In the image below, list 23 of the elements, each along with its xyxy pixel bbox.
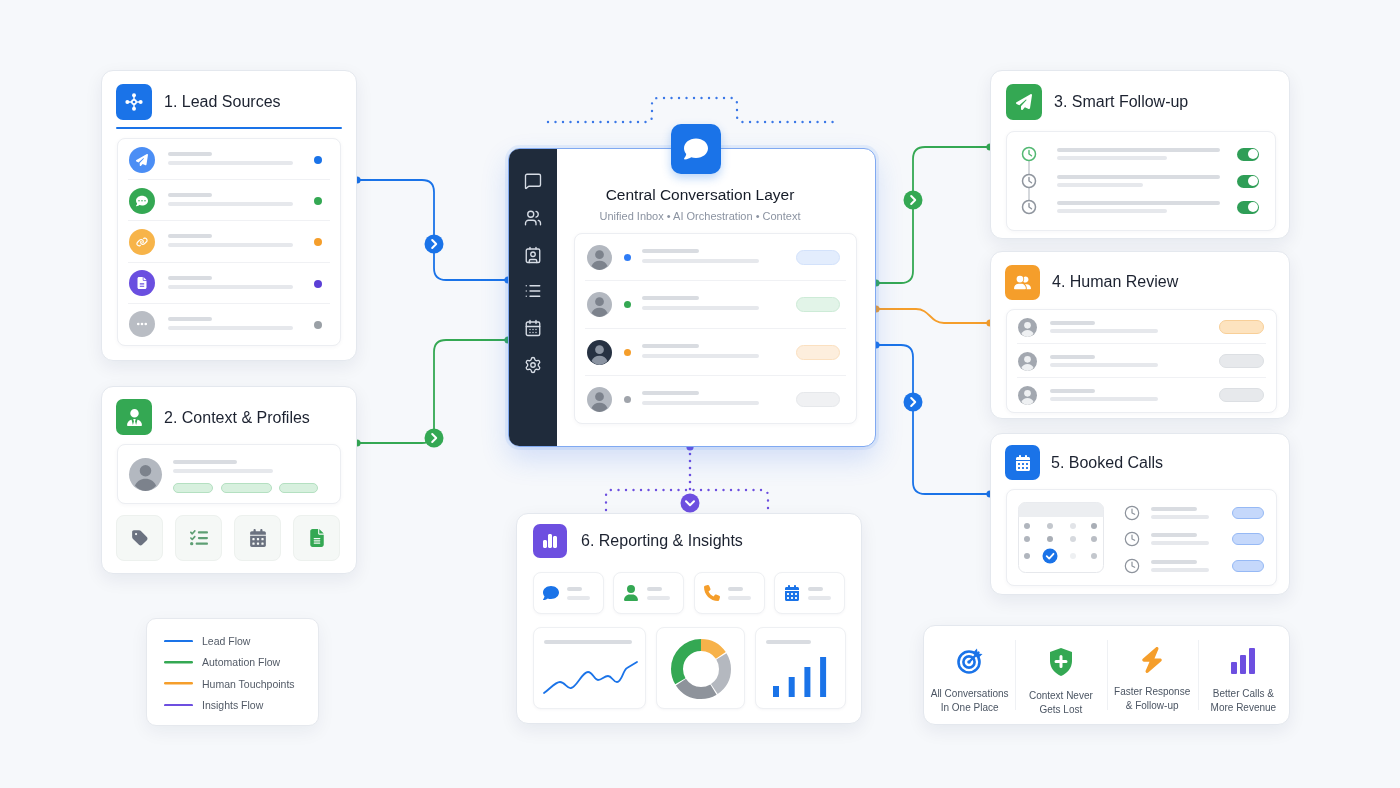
step-card bbox=[516, 513, 862, 724]
card-title: 5. Booked Calls bbox=[1051, 453, 1164, 473]
card-title: 2. Context & Profiles bbox=[164, 408, 310, 428]
benefit-caption: Better Calls & More Revenue bbox=[1209, 687, 1278, 715]
benefit-caption: All Conversations In One Place bbox=[929, 687, 1010, 715]
card-title: 4. Human Review bbox=[1052, 272, 1179, 292]
legend-label: Automation Flow bbox=[202, 655, 281, 670]
legend-label: Human Touchpoints bbox=[202, 676, 295, 691]
card-title: 6. Reporting & Insights bbox=[581, 531, 743, 551]
step-card bbox=[990, 433, 1290, 595]
step-card bbox=[990, 70, 1290, 239]
legend-label: Insights Flow bbox=[202, 697, 264, 712]
card-title: 3. Smart Follow-up bbox=[1054, 92, 1189, 112]
benefit-caption: Context Never Gets Lost bbox=[1027, 689, 1094, 717]
panel-title: Central Conversation Layer bbox=[605, 185, 795, 204]
panel-subtitle: Unified Inbox • AI Orchestration • Context bbox=[599, 209, 801, 223]
step-card bbox=[101, 386, 357, 574]
benefits-panel bbox=[923, 625, 1290, 725]
step-card bbox=[990, 251, 1290, 419]
legend-label: Lead Flow bbox=[202, 634, 251, 648]
step-card bbox=[101, 70, 357, 361]
benefit-caption: Faster Response & Follow-up bbox=[1113, 685, 1192, 713]
card-title: 1. Lead Sources bbox=[164, 92, 281, 112]
